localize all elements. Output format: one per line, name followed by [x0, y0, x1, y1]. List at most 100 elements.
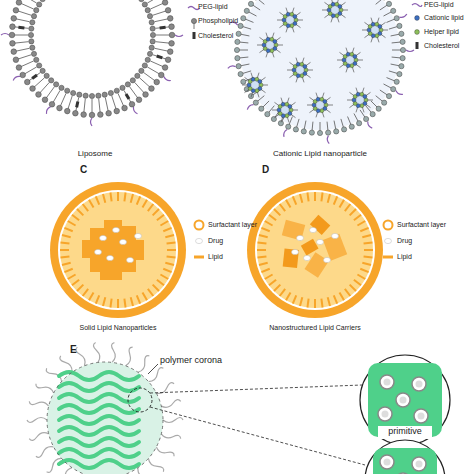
panel-letter: E	[70, 344, 77, 355]
illustration-part	[64, 269, 72, 272]
illustration-part	[76, 347, 85, 366]
illustration-part	[148, 204, 153, 211]
illustration-part	[368, 363, 442, 437]
illustration-part	[286, 12, 290, 16]
illustration-part	[175, 35, 183, 37]
illustration-part	[236, 64, 241, 69]
illustration-part	[310, 227, 317, 232]
illustration-part	[81, 112, 87, 118]
illustration-part	[261, 269, 269, 272]
illustration-part	[341, 127, 346, 132]
illustration-part	[149, 45, 154, 50]
illustration-part	[36, 447, 54, 458]
illustration-part	[280, 204, 285, 211]
cationic-lnp-figure	[228, 0, 422, 144]
illustration-part	[161, 434, 180, 439]
illustration-part	[14, 42, 28, 43]
illustration-part	[117, 299, 119, 308]
illustration-part	[354, 280, 361, 285]
illustration-part	[300, 74, 304, 78]
illustration-part	[62, 235, 71, 237]
illustration-part	[196, 238, 203, 243]
illustration-part	[147, 67, 159, 74]
illustration-part	[157, 215, 164, 220]
illustration-part	[150, 26, 155, 31]
illustration-part	[371, 101, 377, 107]
illustration-part	[40, 68, 45, 73]
illustration-part	[68, 96, 72, 109]
illustration-part	[312, 122, 314, 131]
illustration-part	[383, 12, 391, 16]
illustration-part	[285, 114, 289, 118]
illustration-part	[155, 19, 169, 22]
illustration-part	[108, 90, 113, 95]
illustration-part	[60, 242, 69, 243]
nanostructured-lipid-carrier	[247, 182, 383, 318]
illustration-part	[399, 31, 404, 36]
illustration-part	[30, 86, 36, 92]
illustration-part	[304, 255, 311, 260]
illustration-part	[72, 215, 79, 220]
illustration-part	[98, 112, 104, 118]
illustration-part	[327, 122, 329, 131]
illustration-part	[16, 0, 22, 5]
illustration-part	[373, 448, 437, 474]
illustration-part	[238, 23, 243, 28]
illustration-part	[378, 426, 432, 439]
illustration-part	[21, 61, 34, 67]
illustration-part	[34, 8, 39, 13]
illustration-part	[360, 269, 368, 272]
illustration-part	[18, 55, 31, 59]
illustration-part	[163, 418, 183, 423]
illustration-part	[29, 401, 48, 406]
illustration-part	[89, 200, 94, 208]
illustration-part	[281, 102, 285, 106]
illustration-part	[346, 52, 350, 56]
illustration-part	[269, 215, 276, 220]
illustration-part	[42, 97, 48, 103]
illustration-part	[31, 74, 38, 80]
illustration-part	[84, 99, 85, 113]
illustration-part	[150, 3, 163, 9]
illustration-part	[150, 32, 155, 37]
illustration-part	[125, 93, 131, 100]
legend-text: Phospholipid	[198, 17, 238, 25]
illustration-part	[391, 87, 396, 92]
illustration-part	[400, 47, 405, 52]
illustration-part	[122, 105, 128, 111]
illustration-part	[147, 0, 159, 3]
illustration-part	[153, 55, 166, 59]
illustration-part	[47, 362, 163, 474]
illustration-part	[149, 20, 154, 25]
illustration-part	[283, 248, 299, 267]
illustration-part	[72, 280, 79, 285]
panel-caption: Cationic Lipid nanoparticle	[273, 150, 367, 159]
illustration-part	[103, 297, 105, 306]
illustration-part	[120, 239, 127, 244]
illustration-part	[145, 57, 150, 62]
illustration-part	[334, 129, 339, 134]
illustration-part	[10, 41, 16, 47]
illustration-part	[125, 82, 130, 87]
illustration-part	[126, 347, 133, 366]
illustration-part	[286, 200, 291, 208]
illustration-part	[239, 42, 248, 44]
illustration-part	[314, 192, 316, 201]
illustration-part	[59, 416, 139, 424]
illustration-part	[270, 49, 274, 53]
illustration-part	[64, 228, 72, 231]
illustration-part	[112, 343, 116, 363]
illustration-part	[415, 16, 420, 21]
illustration-part	[110, 299, 111, 308]
illustration-part	[362, 235, 371, 237]
illustration-part	[13, 7, 19, 13]
illustration-part	[131, 194, 133, 203]
illustration-part	[156, 35, 170, 36]
illustration-part	[165, 57, 171, 63]
illustration-part	[16, 19, 30, 22]
illustration-part	[245, 19, 253, 22]
legend-text: Surfactant layer	[397, 221, 446, 229]
illustration-part	[286, 124, 291, 129]
illustration-part	[317, 130, 322, 135]
illustration-part	[153, 285, 159, 291]
